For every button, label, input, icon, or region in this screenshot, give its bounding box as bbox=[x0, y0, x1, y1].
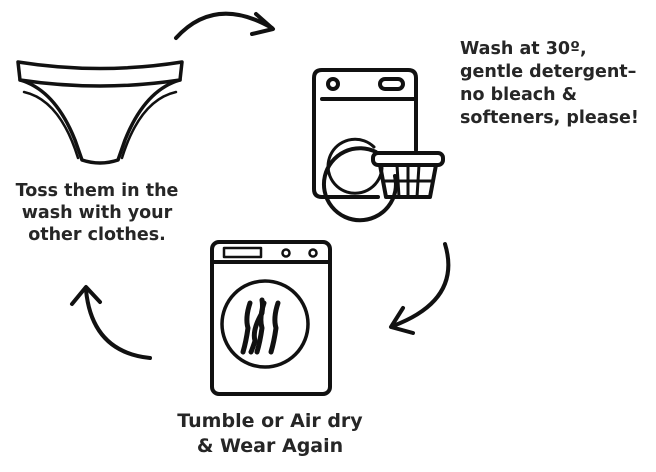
toss-line: other clothes. bbox=[28, 225, 166, 245]
underwear-icon bbox=[16, 60, 184, 165]
toss-line: Toss them in the bbox=[15, 181, 179, 201]
wash-line: gentle detergent– bbox=[460, 62, 637, 82]
arrow-wash-to-dry-icon bbox=[389, 242, 451, 335]
dry-line: Tumble or Air dry bbox=[177, 410, 363, 432]
tumble-dryer-icon bbox=[210, 240, 332, 396]
wash-line: Wash at 30º, bbox=[460, 39, 587, 59]
dry-step-label: Tumble or Air dry & Wear Again bbox=[160, 409, 380, 459]
arrow-toss-to-wash-icon bbox=[174, 11, 275, 40]
dry-line: & Wear Again bbox=[196, 435, 344, 457]
washing-machine-with-basket-icon bbox=[312, 68, 445, 223]
wash-line: softeners, please! bbox=[460, 108, 639, 128]
toss-step-label: Toss them in the wash with your other cl… bbox=[8, 180, 186, 246]
toss-line: wash with your bbox=[21, 203, 173, 223]
wash-line: no bleach & bbox=[460, 85, 577, 105]
wash-step-label: Wash at 30º, gentle detergent– no bleach… bbox=[460, 38, 639, 130]
arrow-dry-to-toss-icon bbox=[70, 285, 152, 360]
